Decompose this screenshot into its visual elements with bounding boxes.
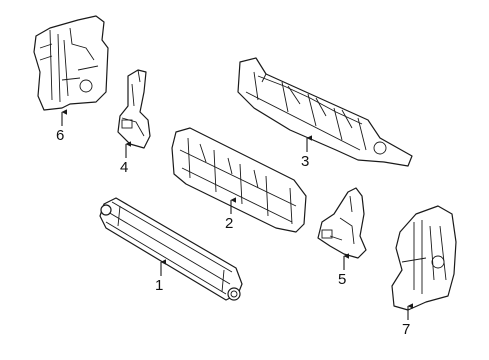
callout-5: 5	[338, 271, 346, 288]
part-4-bracket	[117, 69, 151, 149]
callout-2: 2	[225, 215, 233, 232]
callout-7: 7	[402, 321, 410, 338]
part-1-oil-cooler	[99, 197, 243, 301]
part-3-upper-air-guide	[237, 57, 413, 167]
callout-3: 3	[301, 153, 309, 170]
part-5-mount-bracket	[317, 187, 367, 259]
part-2-lower-air-guide	[171, 127, 307, 233]
callout-6: 6	[56, 127, 64, 144]
leader-lines	[61, 109, 414, 320]
callout-1: 1	[155, 277, 163, 294]
callout-4: 4	[120, 159, 128, 176]
part-7-side-duct	[391, 205, 457, 311]
callout-labels: 1 2 3 4 5 6 7	[56, 127, 410, 338]
part-6-side-duct	[33, 15, 109, 111]
